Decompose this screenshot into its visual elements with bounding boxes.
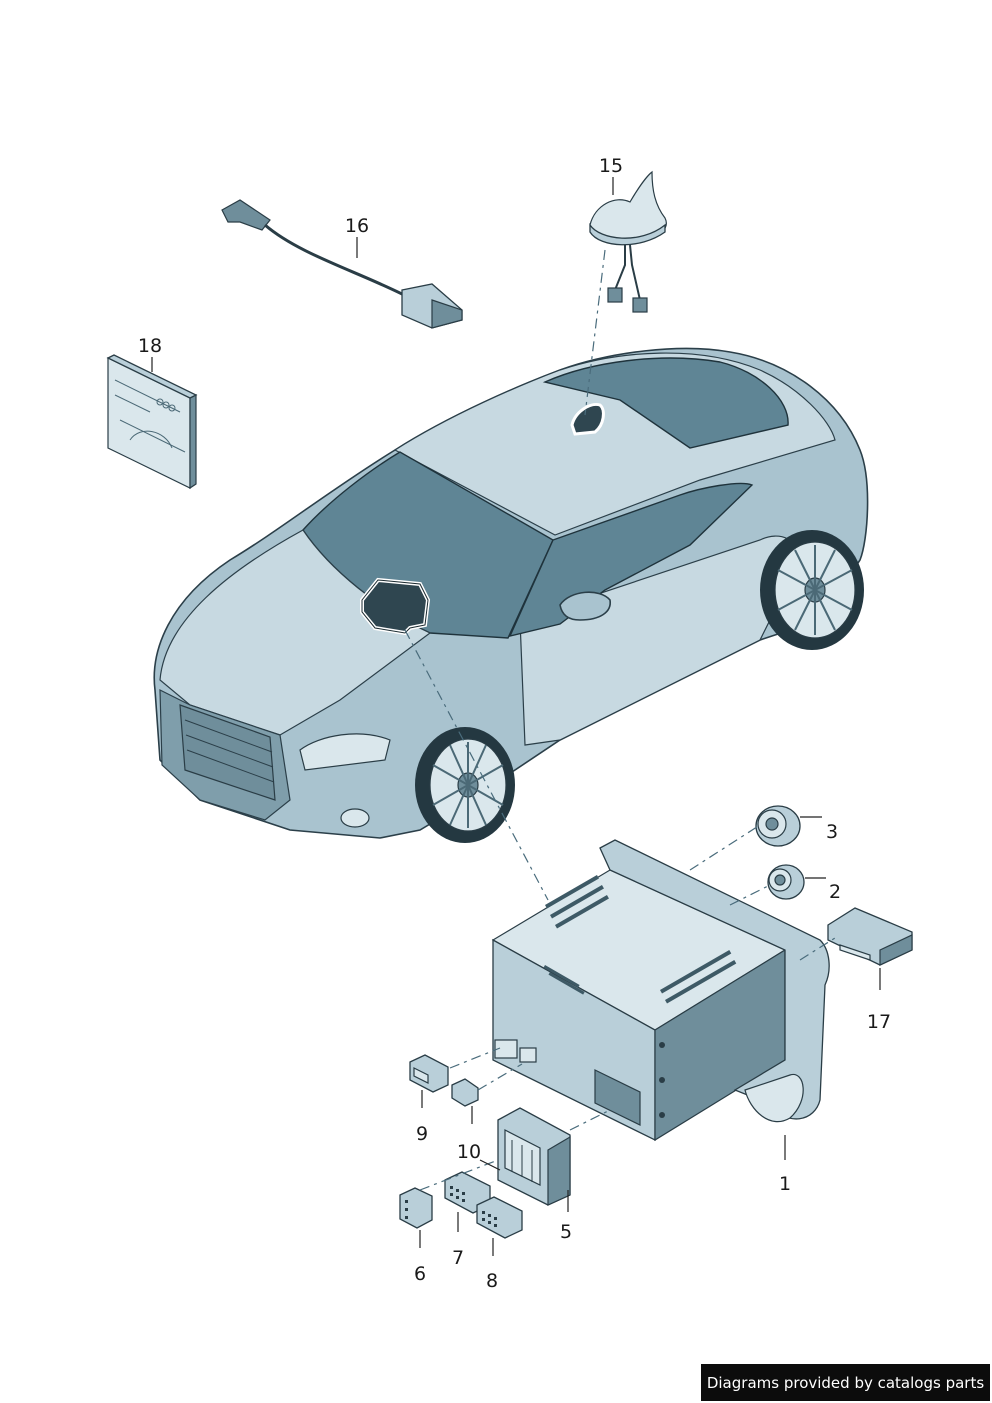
- callout-16: 16: [345, 215, 369, 237]
- roof-antenna: [589, 170, 667, 313]
- antenna-cable: [221, 199, 463, 329]
- bracket-line: [569, 1109, 611, 1131]
- callout-5: 5: [560, 1221, 572, 1243]
- antenna-location-line: [584, 249, 606, 416]
- callout-6: 6: [414, 1263, 426, 1285]
- card-reader: [827, 907, 913, 966]
- footer-credit: Diagrams provided by catalogs parts: [701, 1364, 990, 1401]
- connector-9: [409, 1054, 479, 1107]
- control-knob-small: [767, 864, 805, 900]
- knob-2-line: [729, 884, 771, 906]
- connector-9b-line: [477, 1063, 523, 1091]
- callout-17: 17: [867, 1011, 891, 1033]
- connector-6: [399, 1187, 433, 1229]
- rear-wheel: [760, 530, 864, 650]
- car-illustration: [153, 347, 869, 843]
- connector-6-line: [419, 1159, 499, 1191]
- connector-bracket: [497, 1107, 571, 1206]
- front-wheel: [415, 727, 515, 843]
- callout-8: 8: [486, 1270, 498, 1292]
- radio-navigation-unit: [491, 839, 830, 1142]
- control-knob-large: [755, 805, 801, 847]
- callout-3: 3: [826, 821, 838, 843]
- callout-18: 18: [138, 335, 162, 357]
- manual-booklet: [106, 354, 198, 490]
- callout-7: 7: [452, 1247, 464, 1269]
- callout-1: 1: [779, 1173, 791, 1195]
- callout-10: 10: [457, 1141, 481, 1163]
- knob-3-line: [689, 824, 761, 871]
- card-reader-line: [799, 937, 836, 961]
- connector-9-line: [449, 1047, 501, 1069]
- connector-8: [476, 1196, 523, 1239]
- callout-2: 2: [829, 881, 841, 903]
- callout-9: 9: [416, 1123, 428, 1145]
- callout-15: 15: [599, 155, 623, 177]
- unit-location-line: [404, 629, 549, 901]
